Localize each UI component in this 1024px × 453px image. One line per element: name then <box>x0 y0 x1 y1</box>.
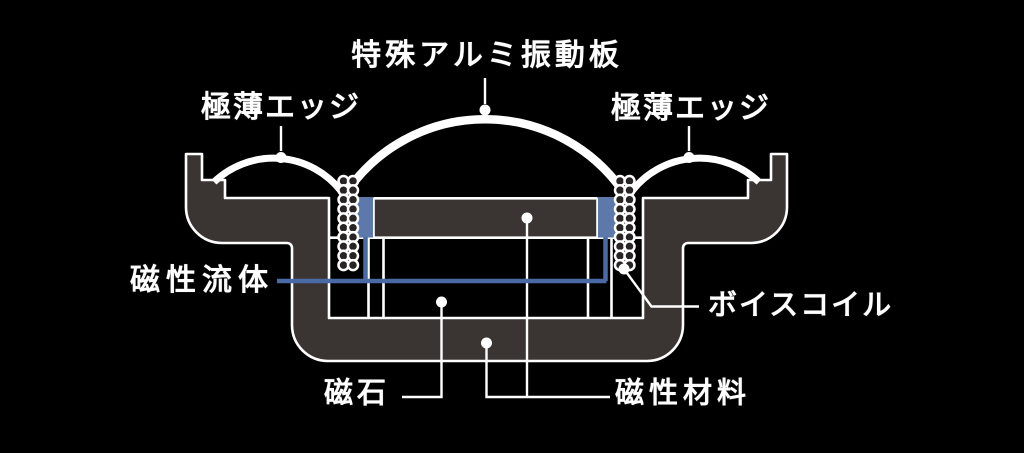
dot-magnetic-material-top <box>521 212 533 224</box>
label-edge-left: 極薄エッジ <box>201 90 361 125</box>
dot-edge-right <box>683 152 695 163</box>
label-edge-right: 極薄エッジ <box>611 91 771 126</box>
label-magnetic-fluid: 磁性流体 <box>130 263 274 298</box>
leader-magnetic-material <box>485 222 610 399</box>
fluid-former-left <box>355 197 373 238</box>
dot-diaphragm <box>479 104 491 116</box>
yoke-frame <box>184 152 789 363</box>
label-magnet: 磁石 <box>323 375 391 410</box>
magnet-chamber-lines <box>329 236 643 318</box>
leader-voice-coil <box>623 268 699 308</box>
top-plate-outline <box>372 197 599 238</box>
dot-magnetic-material-bottom <box>481 337 492 349</box>
diaphragm-dome <box>344 114 626 193</box>
dot-magnet <box>436 296 447 308</box>
top-plate <box>355 197 616 238</box>
label-diaphragm: 特殊アルミ振動板 <box>351 38 623 73</box>
dot-voice-coil <box>618 263 630 275</box>
winding-bead <box>346 258 360 272</box>
dot-edge-left <box>275 152 287 163</box>
leader-magnet <box>402 306 443 399</box>
fluid-former-right <box>598 197 616 238</box>
leader-magnetic-fluid <box>277 237 608 284</box>
label-voice-coil: ボイスコイル <box>708 287 894 322</box>
label-magnetic-material: 磁性材料 <box>615 375 752 410</box>
